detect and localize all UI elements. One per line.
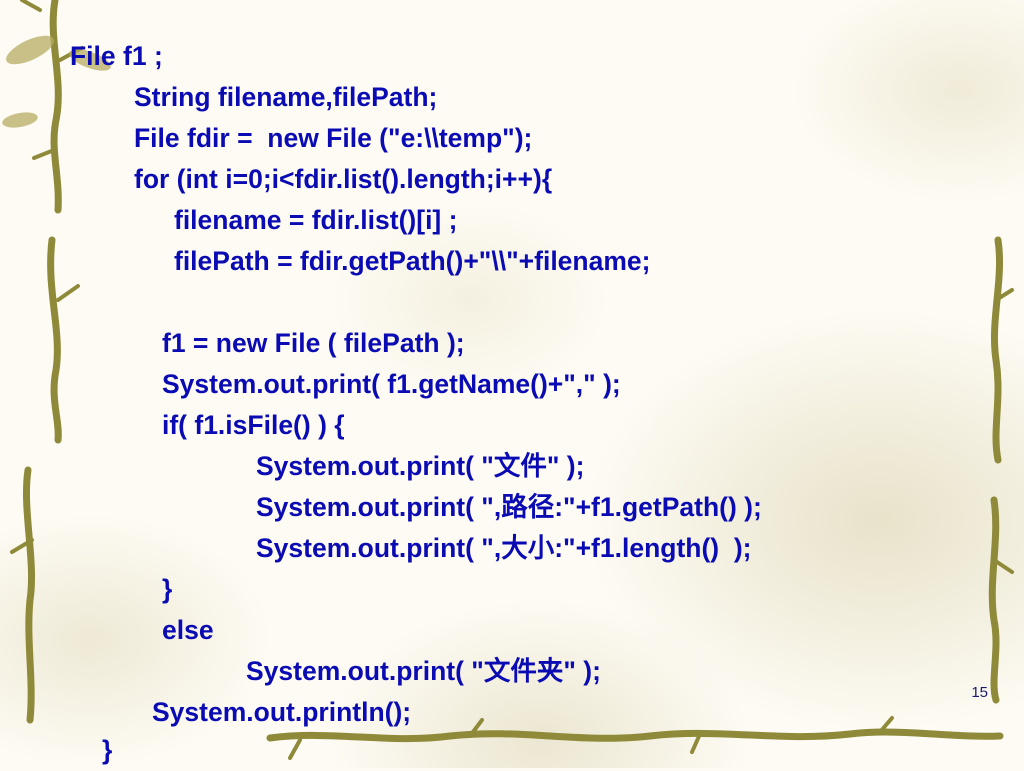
- left-vine-icon: [10, 0, 84, 724]
- code-line: }: [162, 574, 173, 604]
- code-line: f1 = new File ( filePath );: [162, 328, 465, 358]
- code-line: String filename,filePath;: [134, 82, 438, 112]
- code-line: System.out.print( "文件" );: [256, 451, 585, 481]
- left-vine-leaves: [2, 35, 111, 128]
- code-line: else: [162, 615, 214, 645]
- code-line: System.out.print( f1.getName()+"," );: [162, 369, 621, 399]
- code-line: if( f1.isFile() ) {: [162, 410, 345, 440]
- page-number: 15: [971, 684, 988, 701]
- code-line: File f1 ;: [70, 41, 163, 71]
- code-line: System.out.print( ",大小:"+f1.length() );: [256, 533, 752, 563]
- code-line: System.out.print( "文件夹" );: [246, 656, 601, 686]
- bottom-vine-icon: [266, 716, 1004, 760]
- code-line: filePath = fdir.getPath()+"\\"+filename;: [174, 246, 651, 276]
- code-line: File fdir = new File ("e:\\temp");: [134, 123, 533, 153]
- code-line: filename = fdir.list()[i] ;: [174, 205, 458, 235]
- code-line: }: [102, 735, 113, 765]
- code-line: for (int i=0;i<fdir.list().length;i++){: [134, 164, 553, 194]
- right-vine-icon: [988, 236, 1014, 704]
- code-line: System.out.println();: [152, 697, 412, 727]
- code-line: System.out.print( ",路径:"+f1.getPath() );: [256, 492, 762, 522]
